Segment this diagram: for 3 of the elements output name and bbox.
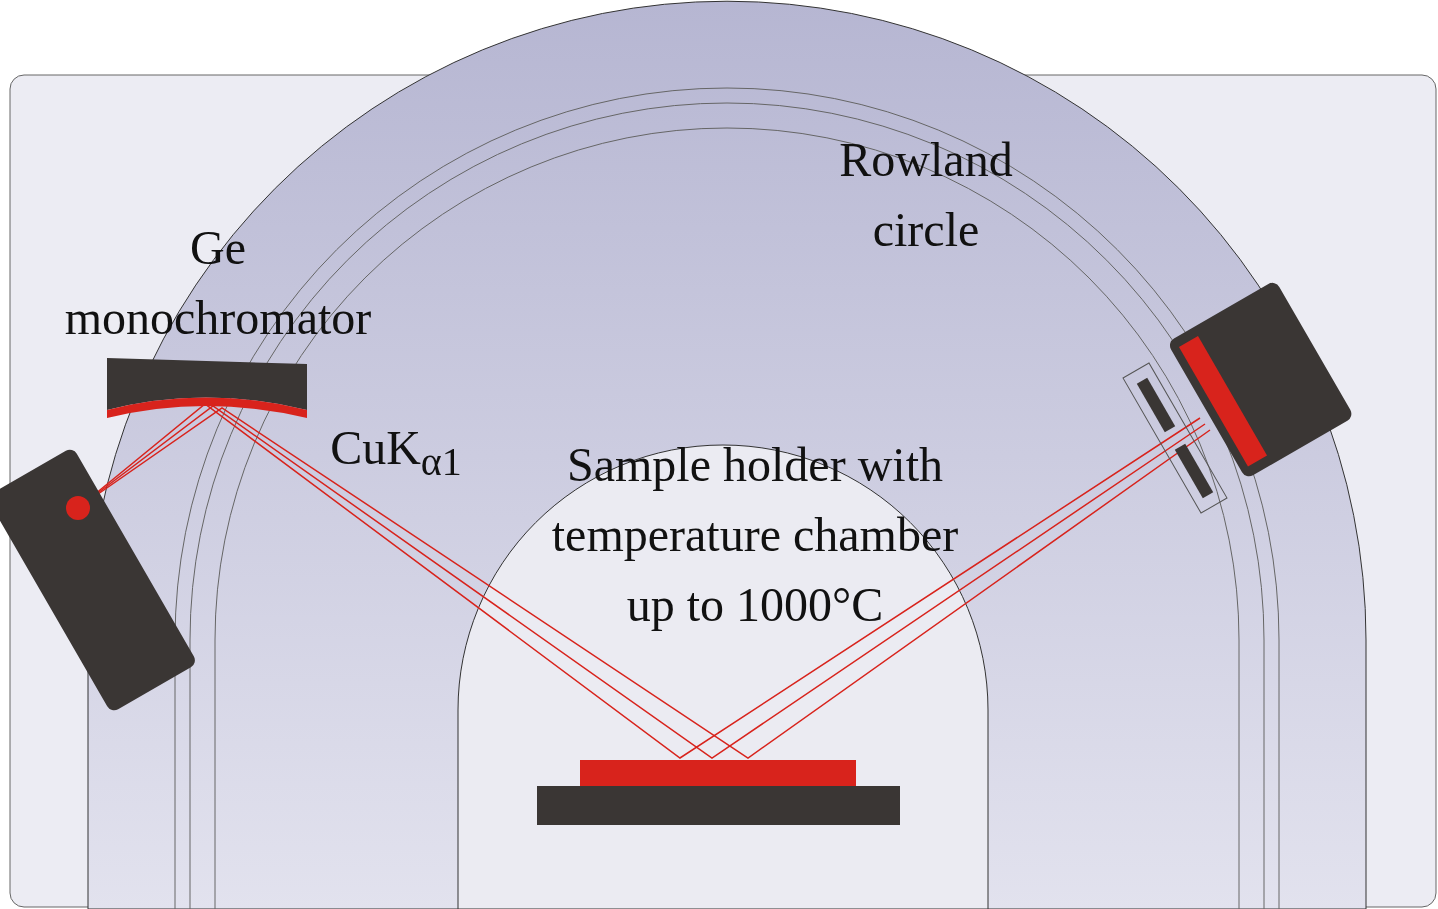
part-label: Rowland circle: [839, 132, 1013, 258]
beam-label: CuK$_{α1}$: [330, 420, 462, 486]
part-label: Ge monochromator: [64, 220, 372, 346]
